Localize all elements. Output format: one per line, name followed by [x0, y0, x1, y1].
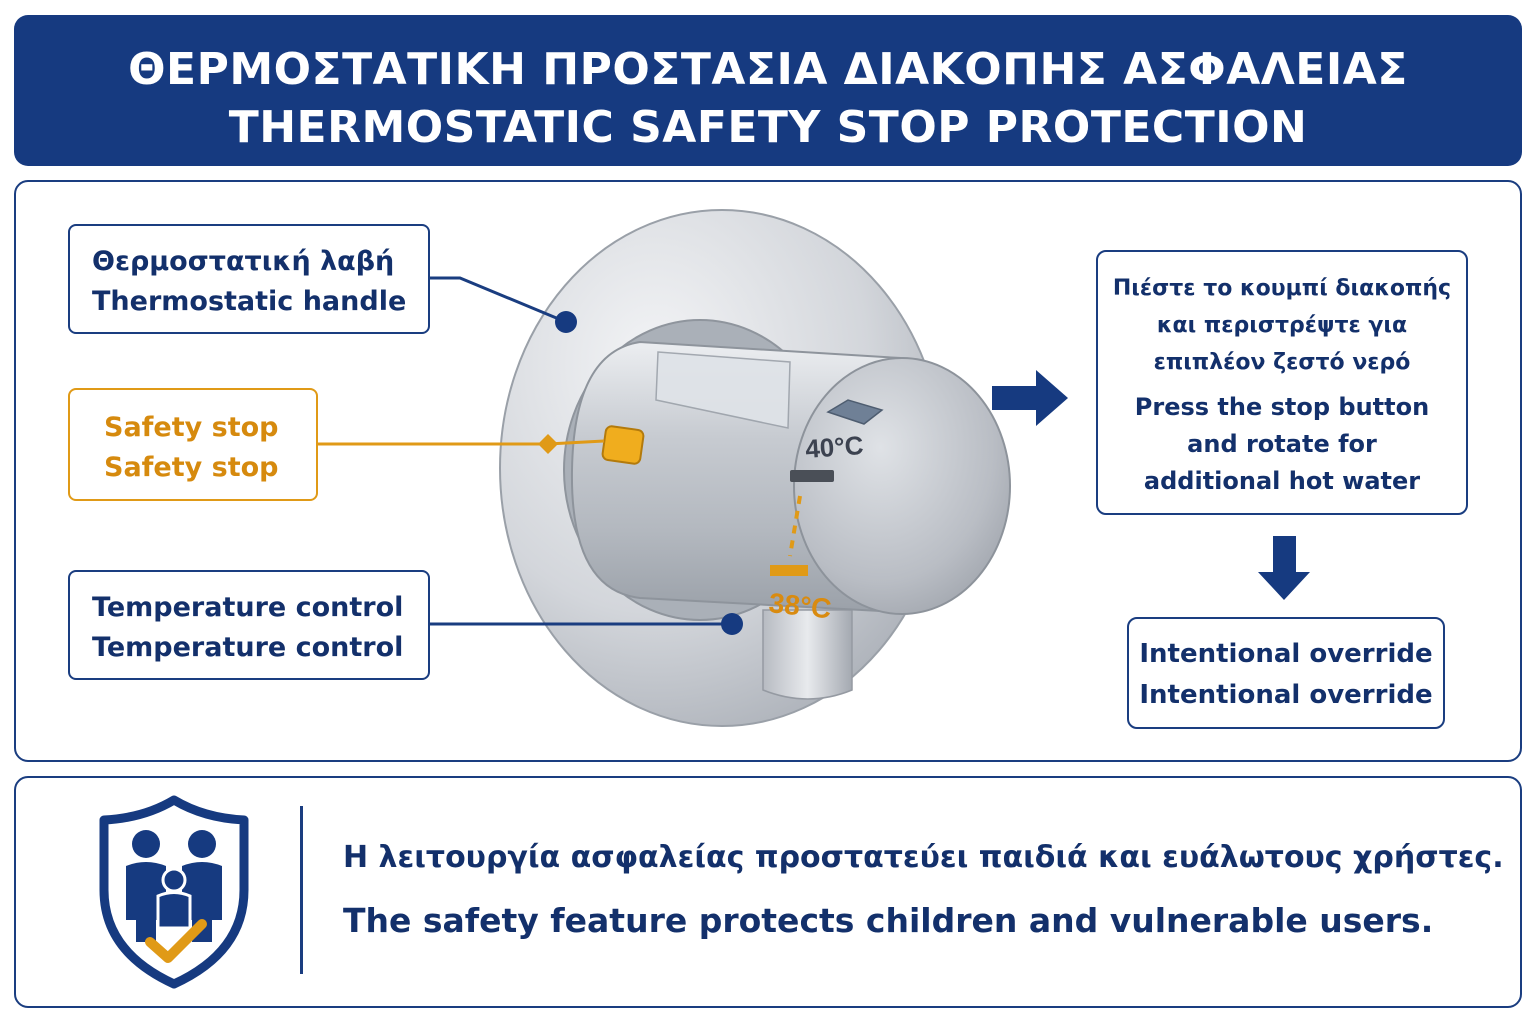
dial-low-label: 38°C [767, 587, 832, 624]
instruction-greek-3: επιπλέον ζεστό νερό [1153, 350, 1411, 375]
override-line2: Intentional override [1139, 680, 1433, 710]
end-cap [793, 357, 1011, 615]
override-box: Intentional override Intentional overrid… [1127, 617, 1445, 729]
title-banner: ΘΕΡΜΟΣΤΑΤΙΚΗ ΠΡΟΣΤΑΣΙΑ ΔΙΑΚΟΠΗΣ ΑΣΦΑΛΕΙΑ… [14, 15, 1522, 166]
instruction-box: Πιέστε το κουμπί διακοπής και περιστρέψτ… [1096, 250, 1468, 515]
callout-safety-line2: Safety stop [104, 452, 279, 483]
safety-leader-tail [547, 439, 605, 446]
footer-english: The safety feature protects children and… [343, 901, 1434, 940]
footer-panel [14, 776, 1522, 1008]
dial-dashes [788, 495, 802, 557]
family-icon [126, 830, 222, 942]
title-greek: ΘΕΡΜΟΣΤΑΤΙΚΗ ΠΡΟΣΤΑΣΙΑ ΔΙΑΚΟΠΗΣ ΑΣΦΑΛΕΙΑ… [128, 44, 1408, 95]
footer-greek: Η λειτουργία ασφαλείας προστατεύει παιδι… [343, 840, 1504, 875]
dial-low-bar [770, 565, 808, 576]
shield-icon [99, 795, 249, 989]
arrow-down-icon [1258, 536, 1310, 600]
checkmark-icon [145, 919, 207, 963]
dial-high-label: 40°C [804, 430, 864, 464]
callout-temperature-line1: Temperature control [92, 592, 404, 623]
temperature-leader-dot [721, 613, 743, 635]
spout [762, 609, 853, 700]
override-line1: Intentional override [1139, 639, 1433, 669]
callout-handle-english: Thermostatic handle [92, 286, 407, 317]
safety-stop-button [601, 425, 645, 465]
instruction-greek-2: και περιστρέψτε για [1156, 313, 1408, 338]
callout-thermostatic-handle: Θερμοστατική λαβή Thermostatic handle [68, 224, 430, 334]
callout-safety-stop: Safety stop Safety stop [68, 388, 318, 501]
instruction-english-2: and rotate for [1187, 430, 1377, 458]
instruction-english-3: additional hot water [1143, 467, 1421, 495]
callout-temperature-control: Temperature control Temperature control [68, 570, 430, 680]
handle-leader [430, 276, 567, 324]
stop-button-top [826, 399, 884, 425]
instruction-english-1: Press the stop button [1134, 393, 1430, 421]
arrow-right-icon [992, 370, 1068, 426]
callout-safety-line1: Safety stop [104, 412, 279, 443]
handle-leader-dot [555, 311, 577, 333]
instruction-greek-1: Πιέστε το κουμπί διακοπής [1112, 276, 1452, 301]
title-english: THERMOSTATIC SAFETY STOP PROTECTION [228, 102, 1308, 153]
callout-temperature-line2: Temperature control [92, 632, 404, 663]
top-window [655, 351, 791, 429]
dial-bar [790, 470, 834, 482]
footer-divider [300, 806, 303, 974]
callout-handle-greek: Θερμοστατική λαβή [92, 246, 395, 277]
